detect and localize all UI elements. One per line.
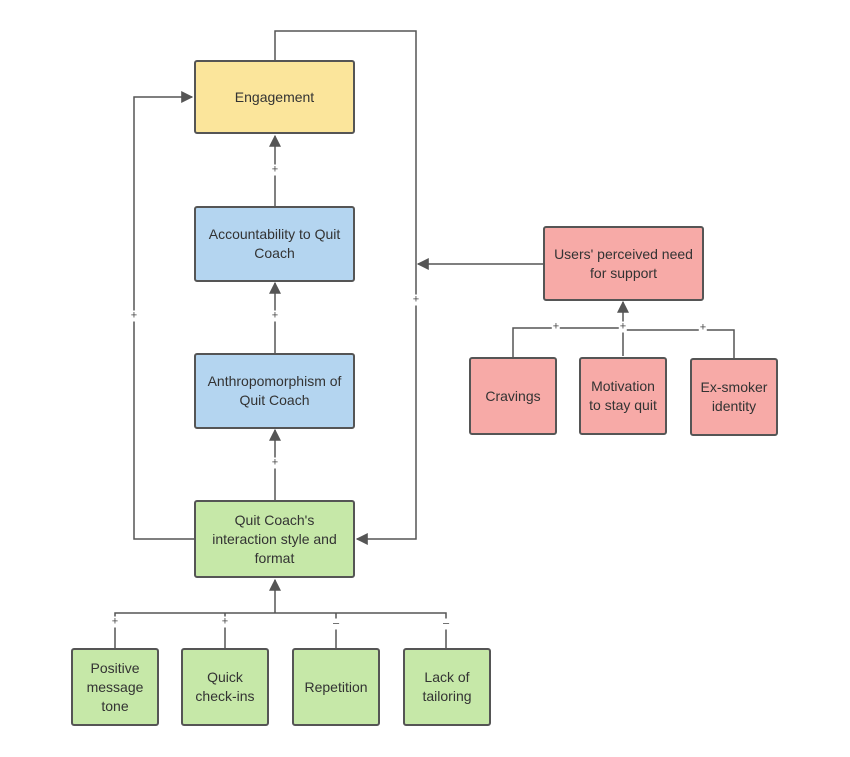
node-accountability: Accountability to Quit Coach [194,206,355,282]
node-motivation-label: Motivation to stay quit [589,378,657,413]
node-repetition-label: Repetition [304,678,368,695]
node-lack-tailoring: Lack of tailoring [403,648,491,726]
sign-positive-tone: + [110,615,120,628]
node-perceived-need: Users' perceived need for support [543,226,704,301]
sign-motivation-to-need: + [618,320,628,333]
node-lack-tailoring-label: Lack of tailoring [422,669,472,704]
sign-lack-tailoring: – [441,617,451,630]
node-ex-smoker-label: Ex-smoker identity [700,379,768,414]
node-quick-checkins-label: Quick check-ins [195,669,255,704]
node-cravings-label: Cravings [485,387,541,404]
connector-cravings [512,327,623,357]
sign-ex-smoker-to-need: + [698,321,708,334]
node-quick-checkins: Quick check-ins [181,648,269,726]
connector-ex-smoker [623,329,735,358]
arrow-interaction-to-engagement [133,91,194,540]
node-perceived-need-label: Users' perceived need for support [554,245,693,281]
node-anthropomorphism-label: Anthropomorphism of Quit Coach [207,373,342,408]
sign-interaction-to-anthropomorphism: + [270,456,280,469]
node-cravings: Cravings [469,357,557,435]
connector-features-bus [114,612,447,648]
node-repetition: Repetition [292,648,380,726]
node-positive-tone-label: Positive message tone [86,659,144,714]
sign-anthropomorphism-to-accountability: + [270,309,280,322]
node-engagement-label: Engagement [234,88,315,105]
node-anthropomorphism: Anthropomorphism of Quit Coach [194,353,355,429]
node-ex-smoker: Ex-smoker identity [690,358,778,436]
node-interaction-style-label: Quit Coach's interaction style and forma… [212,511,337,566]
sign-quick-checkins: + [220,615,230,628]
sign-cravings-to-need: + [551,320,561,333]
sign-interaction-to-engagement: + [129,309,139,322]
sign-accountability-to-engagement: + [270,163,280,176]
node-accountability-label: Accountability to Quit Coach [208,226,341,261]
sign-engagement-loop: + [411,293,421,306]
node-engagement: Engagement [194,60,355,134]
node-positive-tone: Positive message tone [71,648,159,726]
sign-repetition: – [331,617,341,630]
arrow-engagement-loop [274,30,417,545]
node-interaction-style: Quit Coach's interaction style and forma… [194,500,355,578]
node-motivation: Motivation to stay quit [579,357,667,435]
